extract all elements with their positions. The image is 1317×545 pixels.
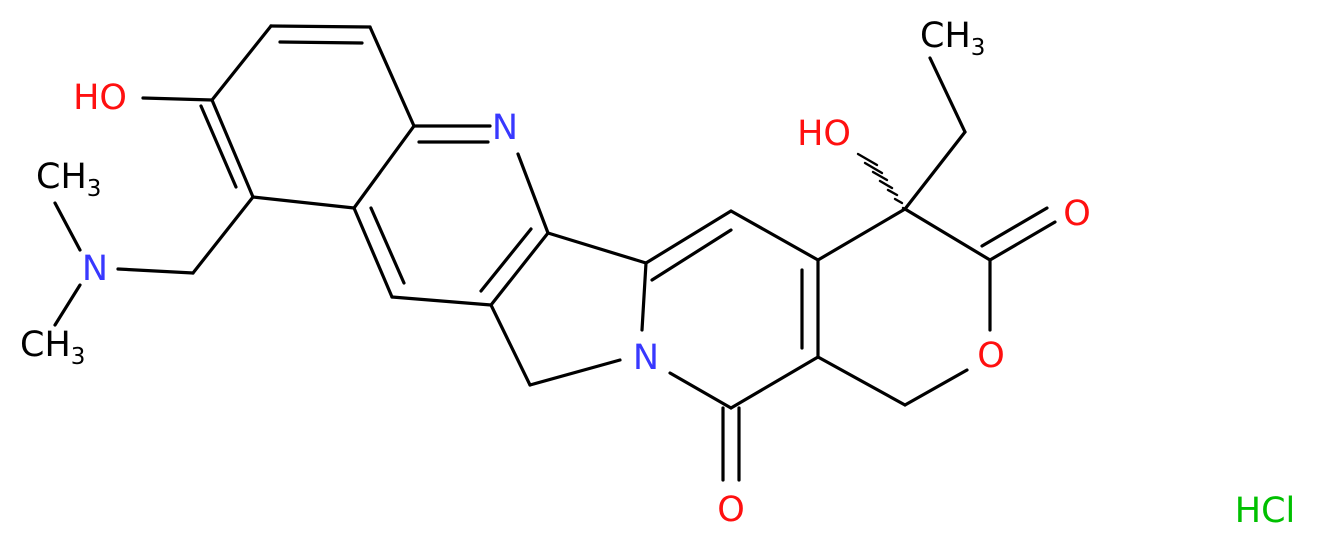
bond xyxy=(53,201,82,252)
bond xyxy=(903,368,969,407)
bond xyxy=(516,152,550,235)
atom-label-ho-phenol: HO xyxy=(73,78,127,118)
atom-label-methyl-upper: CH3 xyxy=(36,157,101,202)
bond xyxy=(928,56,967,134)
atom-label-methyl-lower: CH3 xyxy=(20,325,85,370)
atom-label-n-amine: N xyxy=(82,249,108,289)
bond xyxy=(988,220,1057,262)
bond xyxy=(528,358,622,387)
bond xyxy=(489,303,532,387)
atom-labels: N N N O O O HO HO CH3 CH3 CH3 HCl xyxy=(20,16,1295,531)
bond xyxy=(251,195,356,210)
bond xyxy=(729,209,820,262)
bond xyxy=(640,261,648,332)
bond xyxy=(650,228,733,282)
bond xyxy=(199,104,238,189)
atom-label-o-lactone: O xyxy=(1063,194,1091,234)
atom-label-n-lactam: N xyxy=(633,338,659,378)
bond xyxy=(816,207,907,262)
bond xyxy=(903,130,967,211)
bond xyxy=(980,206,1049,248)
atom-label-o-ring: O xyxy=(977,336,1005,376)
stereo-hash-wedge xyxy=(856,152,909,212)
bond xyxy=(668,371,733,410)
atom-label-methyl-ethyl: CH3 xyxy=(920,16,985,61)
bond xyxy=(368,25,416,128)
bond xyxy=(644,209,733,265)
bond xyxy=(269,24,372,29)
bond xyxy=(141,96,214,102)
bond xyxy=(489,231,550,307)
bond xyxy=(390,295,493,307)
bond xyxy=(479,227,533,293)
bond xyxy=(352,206,394,299)
bond-lines xyxy=(53,24,1057,482)
bond xyxy=(210,98,255,199)
bond xyxy=(903,207,992,262)
bond xyxy=(352,124,416,210)
atom-label-o-lactam: O xyxy=(717,490,745,530)
bond xyxy=(191,195,255,275)
salt-label-hcl: HCl xyxy=(1235,491,1295,531)
bond xyxy=(53,283,82,327)
bond xyxy=(729,355,820,410)
atom-label-n-quinoline: N xyxy=(492,108,518,148)
bond xyxy=(278,40,364,45)
bond xyxy=(546,231,648,265)
bond xyxy=(369,206,406,285)
bond xyxy=(116,267,195,275)
bond xyxy=(210,24,273,102)
atom-label-ho-tertiary: HO xyxy=(797,114,851,154)
bond xyxy=(816,355,907,407)
